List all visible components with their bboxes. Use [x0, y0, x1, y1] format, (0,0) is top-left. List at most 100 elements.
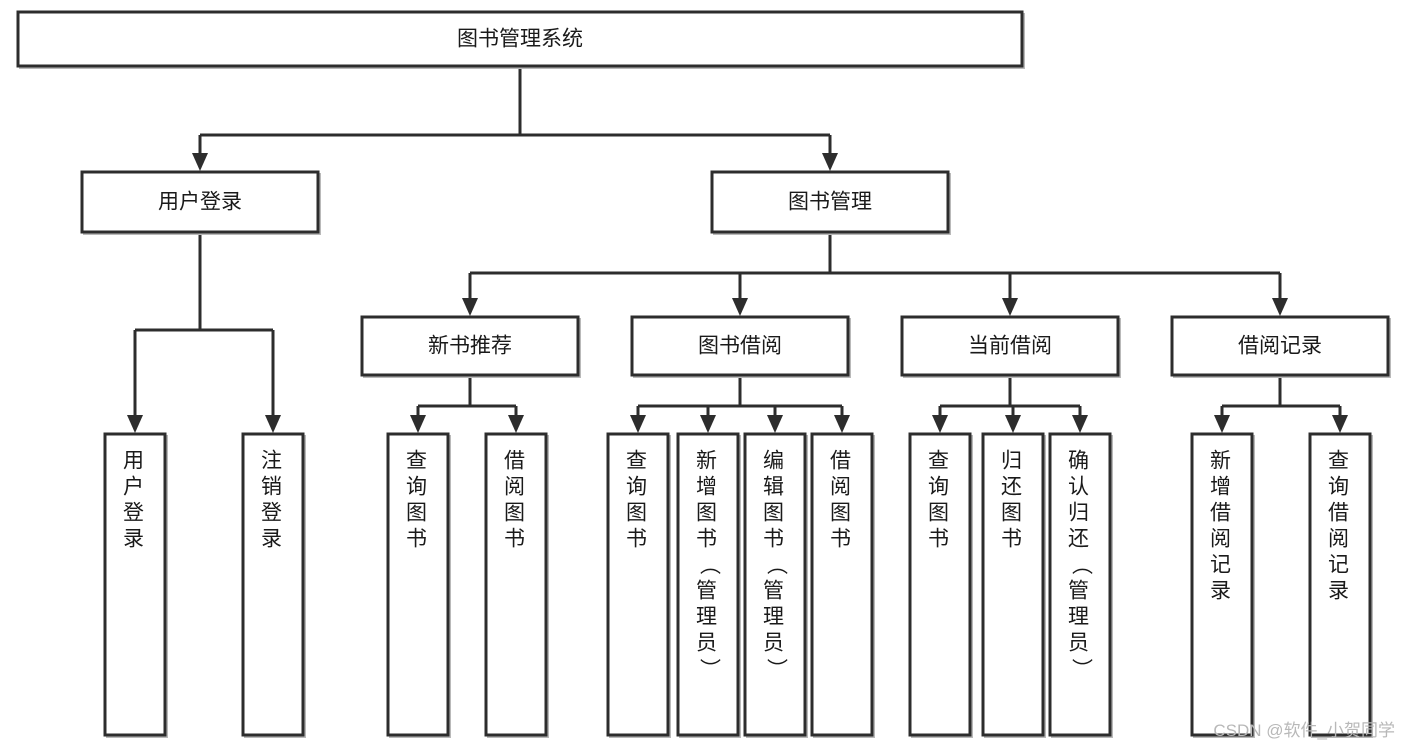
- node-l2_new_rec[interactable]: 新书推荐: [360, 315, 581, 378]
- node-label-char: 借: [1328, 502, 1352, 525]
- node-label-char: 还: [1068, 528, 1092, 551]
- arrow-head-icon: [1002, 298, 1018, 316]
- node-label-char: 新: [1210, 450, 1234, 473]
- node-label-char: 阅: [504, 476, 528, 499]
- arrow-head-icon: [1332, 415, 1348, 433]
- node-label-char: 图: [406, 502, 430, 525]
- node-label-char: 销: [261, 476, 285, 499]
- node-box[interactable]: [360, 315, 580, 377]
- edge-layer: [127, 66, 1348, 433]
- node-box[interactable]: [710, 170, 950, 234]
- node-l3_user_login[interactable]: 用户登录: [103, 432, 168, 738]
- node-box[interactable]: [386, 432, 450, 737]
- node-label-char: 借: [504, 450, 528, 473]
- node-box[interactable]: [16, 10, 1024, 68]
- node-box[interactable]: [1308, 432, 1372, 737]
- node-label-char: 管: [763, 580, 787, 603]
- node-box[interactable]: [1170, 315, 1390, 377]
- node-box[interactable]: [1190, 432, 1254, 737]
- node-l2_borrow[interactable]: 图书借阅: [630, 315, 851, 378]
- node-label-char: 书: [626, 528, 650, 551]
- arrow-head-icon: [508, 415, 524, 433]
- node-box[interactable]: [606, 432, 670, 737]
- node-l2_current[interactable]: 当前借阅: [900, 315, 1121, 378]
- node-label-char: 查: [928, 450, 952, 473]
- connector-group: [630, 375, 850, 433]
- node-label-char: 理: [1068, 606, 1092, 629]
- node-box[interactable]: [630, 315, 850, 377]
- arrow-head-icon: [732, 298, 748, 316]
- node-box[interactable]: [981, 432, 1045, 737]
- node-label: 图书借阅: [698, 335, 782, 358]
- node-label-char: 书: [696, 528, 720, 551]
- node-l1_book_mgmt[interactable]: 图书管理: [710, 170, 951, 235]
- node-label-char: 增: [1210, 476, 1234, 499]
- node-label-char: 查: [1328, 450, 1352, 473]
- node-box[interactable]: [743, 432, 807, 737]
- node-label-char: 员: [763, 632, 787, 655]
- node-label-char: 书: [504, 528, 528, 551]
- node-label-char: 询: [1328, 476, 1352, 499]
- node-label-char: 注: [261, 450, 285, 473]
- node-label-char: （: [697, 554, 720, 578]
- node-label-char: 用: [123, 450, 147, 473]
- node-box[interactable]: [900, 315, 1120, 377]
- node-label-char: 辑: [763, 476, 787, 499]
- node-l1_user_login[interactable]: 用户登录: [80, 170, 321, 235]
- node-box[interactable]: [103, 432, 167, 737]
- node-box[interactable]: [810, 432, 874, 737]
- node-box[interactable]: [676, 432, 740, 737]
- node-label-char: 登: [123, 502, 147, 525]
- node-label-char: 查: [626, 450, 650, 473]
- node-label-char: 理: [696, 606, 720, 629]
- arrow-head-icon: [822, 153, 838, 171]
- arrow-head-icon: [265, 415, 281, 433]
- node-label-char: 书: [830, 528, 854, 551]
- node-label-char: 录: [261, 528, 285, 551]
- node-label-char: 询: [406, 476, 430, 499]
- arrow-head-icon: [462, 298, 478, 316]
- arrow-head-icon: [700, 415, 716, 433]
- node-box[interactable]: [908, 432, 972, 737]
- node-box[interactable]: [241, 432, 305, 737]
- node-label-char: 询: [928, 476, 952, 499]
- node-label: 用户登录: [158, 191, 242, 214]
- arrow-head-icon: [1005, 415, 1021, 433]
- node-label-char: 阅: [830, 476, 854, 499]
- node-label: 图书管理: [788, 191, 872, 214]
- node-label-char: 管: [1068, 580, 1092, 603]
- node-root[interactable]: 图书管理系统: [16, 10, 1025, 69]
- node-box[interactable]: [80, 170, 320, 234]
- connector-group: [932, 375, 1088, 433]
- node-label-char: 认: [1068, 476, 1092, 499]
- node-box[interactable]: [1048, 432, 1112, 737]
- node-label-char: 录: [1210, 580, 1234, 603]
- node-l2_records[interactable]: 借阅记录: [1170, 315, 1391, 378]
- node-label-char: 图: [928, 502, 952, 525]
- node-label-char: 书: [928, 528, 952, 551]
- connector-group: [1214, 375, 1348, 433]
- node-box[interactable]: [484, 432, 548, 737]
- arrow-head-icon: [932, 415, 948, 433]
- arrow-head-icon: [192, 153, 208, 171]
